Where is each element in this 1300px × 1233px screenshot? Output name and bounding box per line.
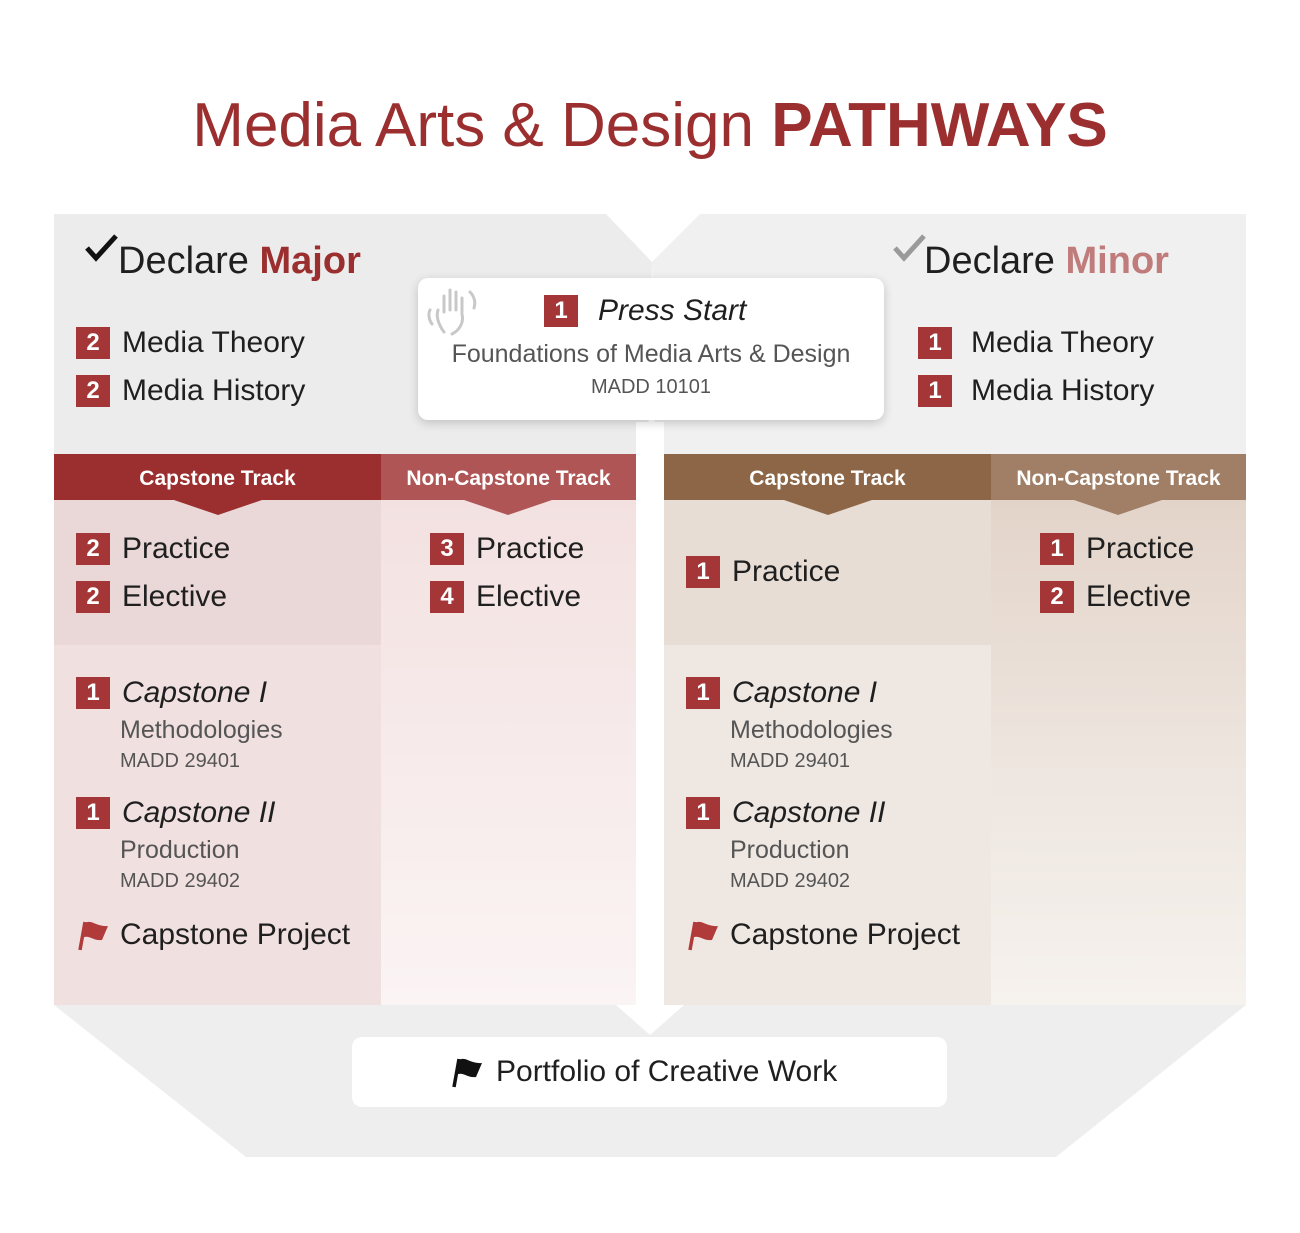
count-badge: 1 xyxy=(686,797,720,829)
count-badge: 3 xyxy=(430,533,464,565)
declare-major-prefix: Declare xyxy=(118,240,249,282)
count-badge: 1 xyxy=(76,797,110,829)
minor-capstone-track-header: Capstone Track xyxy=(749,467,906,490)
declare-major-word: Major xyxy=(259,240,361,282)
check-icon xyxy=(893,234,926,262)
item-label: Elective xyxy=(1086,580,1192,613)
count-badge: 2 xyxy=(1040,581,1074,613)
flag-icon xyxy=(78,921,108,951)
press-start-title: Press Start xyxy=(598,294,747,327)
count-badge: 2 xyxy=(76,533,110,565)
item-label: Practice xyxy=(122,532,231,565)
declare-minor-prefix: Declare xyxy=(924,240,1055,282)
count-badge: 2 xyxy=(76,375,110,407)
major-capstone-project: Capstone Project xyxy=(120,918,350,952)
minor-noncapstone-banner xyxy=(991,454,1246,515)
minor-capstone-practice: 1 Practice xyxy=(686,555,840,589)
major-capstone-top xyxy=(54,500,381,645)
req-label: Media History xyxy=(122,374,306,407)
count-badge: 2 xyxy=(76,327,110,359)
course-title: Capstone I xyxy=(732,676,878,709)
count-badge: 2 xyxy=(76,581,110,613)
major-noncapstone-practice: 3 Practice xyxy=(430,532,584,566)
course-subtitle: Methodologies xyxy=(730,716,893,744)
minor-capstone1: 1 Capstone I xyxy=(686,676,877,710)
minor-noncapstone-practice: 1 Practice xyxy=(1040,532,1194,566)
course-title: Capstone I xyxy=(122,676,268,709)
course-subtitle: Production xyxy=(730,836,850,864)
minor-capstone2: 1 Capstone II xyxy=(686,796,885,830)
declare-minor-heading: Declare Minor xyxy=(924,240,1169,283)
course-title: Capstone II xyxy=(122,796,276,829)
count-badge: 1 xyxy=(1040,533,1074,565)
project-label: Capstone Project xyxy=(120,918,351,951)
title-bold: PATHWAYS xyxy=(771,91,1108,160)
portfolio-card: Portfolio of Creative Work xyxy=(352,1037,947,1107)
major-capstone-track-header: Capstone Track xyxy=(139,467,296,490)
minor-req-history: 1 Media History xyxy=(918,374,1154,408)
major-noncapstone-body xyxy=(381,500,636,1005)
major-noncapstone-elective: 4 Elective xyxy=(430,580,581,614)
check-icon xyxy=(85,234,118,262)
course-code: MADD 29402 xyxy=(120,870,241,892)
minor-capstone-project: Capstone Project xyxy=(730,918,960,952)
course-subtitle: Methodologies xyxy=(120,716,283,744)
major-capstone-elective: 2 Elective xyxy=(76,580,227,614)
flag-icon xyxy=(452,1058,482,1088)
center-arrow xyxy=(616,422,684,1035)
minor-noncapstone-track-header: Non-Capstone Track xyxy=(1016,467,1221,490)
minor-capstone-banner xyxy=(664,454,991,515)
major-noncapstone-banner xyxy=(381,454,636,515)
major-capstone-banner xyxy=(54,454,381,515)
item-label: Practice xyxy=(1086,532,1195,565)
course-code: MADD 29401 xyxy=(120,750,241,772)
count-badge: 1 xyxy=(686,556,720,588)
item-label: Elective xyxy=(122,580,228,613)
press-start-course: Foundations of Media Arts & Design xyxy=(451,340,851,368)
req-label: Media History xyxy=(971,374,1155,407)
major-req-history: 2 Media History xyxy=(76,374,305,408)
minor-noncapstone-body xyxy=(991,500,1246,1005)
count-badge: 1 xyxy=(918,375,952,407)
declare-major-heading: Declare Major xyxy=(118,240,361,283)
major-capstone2: 1 Capstone II xyxy=(76,796,275,830)
minor-noncapstone-elective: 2 Elective xyxy=(1040,580,1191,614)
count-badge: 1 xyxy=(686,677,720,709)
course-title: Capstone II xyxy=(732,796,886,829)
item-label: Elective xyxy=(476,580,582,613)
press-start-title-row: 1 Press Start xyxy=(544,294,746,328)
course-code: MADD 29401 xyxy=(730,750,851,772)
page-title: Media Arts & Design PATHWAYS xyxy=(0,90,1300,161)
hand-wave-icon xyxy=(427,288,477,336)
project-label: Capstone Project xyxy=(730,918,961,951)
major-capstone-practice: 2 Practice xyxy=(76,532,230,566)
count-badge: 1 xyxy=(76,677,110,709)
major-req-theory: 2 Media Theory xyxy=(76,326,305,360)
press-start-code: MADD 10101 xyxy=(590,376,712,398)
major-noncapstone-track-header: Non-Capstone Track xyxy=(406,467,611,490)
count-badge: 1 xyxy=(544,295,578,327)
item-label: Practice xyxy=(476,532,585,565)
count-badge: 4 xyxy=(430,581,464,613)
item-label: Practice xyxy=(732,555,841,588)
count-badge: 1 xyxy=(918,327,952,359)
course-code: MADD 29402 xyxy=(730,870,851,892)
flag-icon xyxy=(688,921,718,951)
press-start-card: 1 Press Start Foundations of Media Arts … xyxy=(418,278,884,420)
course-subtitle: Production xyxy=(120,836,240,864)
title-normal: Media Arts & Design xyxy=(192,91,754,160)
minor-req-theory: 1 Media Theory xyxy=(918,326,1154,360)
req-label: Media Theory xyxy=(971,326,1154,359)
portfolio-label: Portfolio of Creative Work xyxy=(496,1055,838,1088)
major-capstone1: 1 Capstone I xyxy=(76,676,267,710)
declare-minor-word: Minor xyxy=(1065,240,1169,282)
req-label: Media Theory xyxy=(122,326,305,359)
